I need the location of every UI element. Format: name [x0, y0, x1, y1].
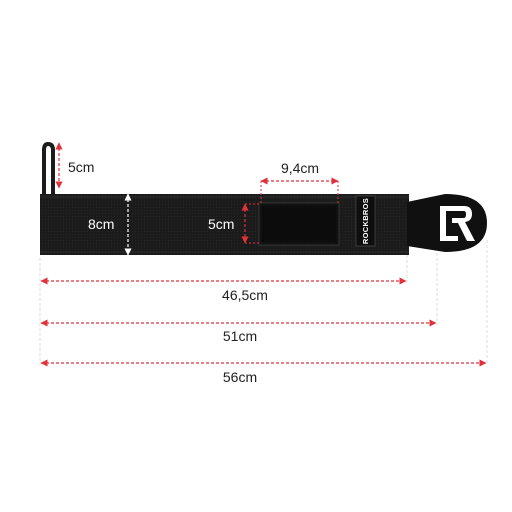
logo-icon — [440, 206, 475, 241]
label-length-2: 51cm — [223, 328, 257, 344]
strap-body — [40, 194, 409, 255]
dimension-width: 8cm — [88, 193, 132, 256]
dimension-length-1: 46,5cm — [40, 277, 407, 303]
guide-lines — [39, 240, 488, 365]
dimension-length-2: 51cm — [40, 319, 437, 344]
end-tab — [407, 194, 487, 252]
label-width: 8cm — [88, 216, 114, 232]
dimension-velcro-height: 5cm — [208, 203, 259, 244]
label-velcro-height: 5cm — [208, 216, 234, 232]
dimension-loop: 5cm — [55, 142, 94, 189]
label-velcro-width: 9,4cm — [281, 160, 319, 176]
dimension-length-3: 56cm — [40, 359, 487, 385]
brand-text: ROCKBROS — [361, 198, 370, 244]
brand-label: ROCKBROS — [355, 195, 376, 247]
label-length-1: 46,5cm — [222, 287, 268, 303]
thumb-loop — [42, 141, 55, 196]
dimension-velcro-width: 9,4cm — [260, 160, 339, 203]
label-loop: 5cm — [68, 159, 94, 175]
label-length-3: 56cm — [223, 369, 257, 385]
